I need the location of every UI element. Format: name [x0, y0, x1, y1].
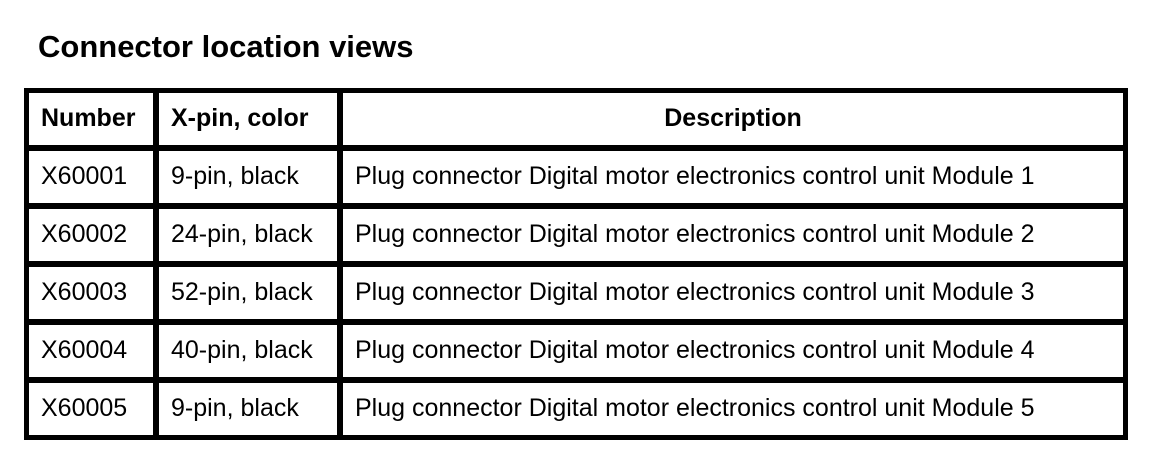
cell-description: Plug connector Digital motor electronics… — [340, 148, 1126, 206]
cell-description: Plug connector Digital motor electronics… — [340, 264, 1126, 322]
cell-description: Plug connector Digital motor electronics… — [340, 380, 1126, 438]
table-row: X60005 9-pin, black Plug connector Digit… — [26, 380, 1126, 438]
table-row: X60004 40-pin, black Plug connector Digi… — [26, 322, 1126, 380]
table-header: Number X-pin, color Description — [26, 90, 1126, 148]
cell-number: X60005 — [26, 380, 156, 438]
header-row: Number X-pin, color Description — [26, 90, 1126, 148]
cell-description: Plug connector Digital motor electronics… — [340, 322, 1126, 380]
page-title: Connector location views — [38, 28, 414, 64]
cell-number: X60003 — [26, 264, 156, 322]
cell-pin-color: 9-pin, black — [156, 148, 340, 206]
connector-location-table: Number X-pin, color Description X60001 9… — [24, 88, 1128, 440]
column-header-description: Description — [340, 90, 1126, 148]
table-row: X60002 24-pin, black Plug connector Digi… — [26, 206, 1126, 264]
column-header-pin-color: X-pin, color — [156, 90, 340, 148]
table-body: X60001 9-pin, black Plug connector Digit… — [26, 148, 1126, 438]
cell-number: X60001 — [26, 148, 156, 206]
cell-description: Plug connector Digital motor electronics… — [340, 206, 1126, 264]
cell-number: X60004 — [26, 322, 156, 380]
cell-number: X60002 — [26, 206, 156, 264]
column-header-number: Number — [26, 90, 156, 148]
cell-pin-color: 40-pin, black — [156, 322, 340, 380]
cell-pin-color: 52-pin, black — [156, 264, 340, 322]
cell-pin-color: 9-pin, black — [156, 380, 340, 438]
table-row: X60003 52-pin, black Plug connector Digi… — [26, 264, 1126, 322]
cell-pin-color: 24-pin, black — [156, 206, 340, 264]
table-row: X60001 9-pin, black Plug connector Digit… — [26, 148, 1126, 206]
